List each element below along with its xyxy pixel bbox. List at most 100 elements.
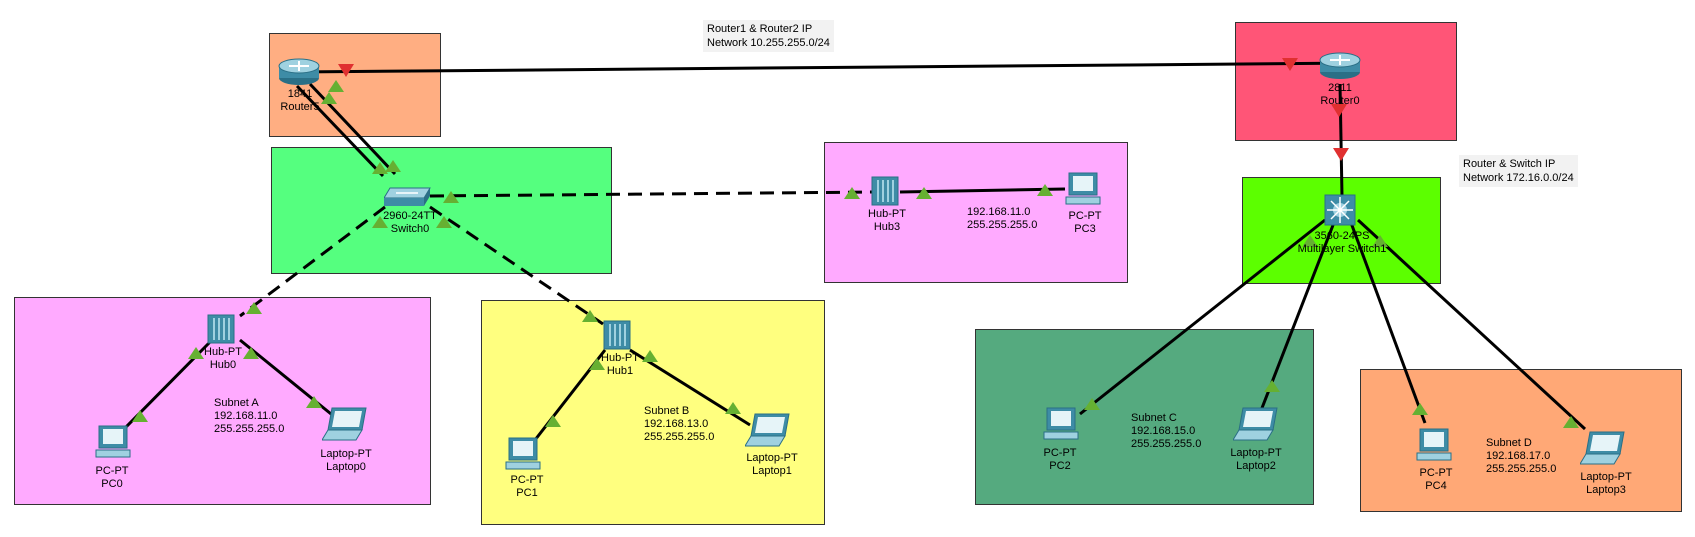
link-up-marker [545, 415, 561, 427]
link-up-marker [844, 187, 860, 199]
link-up-marker [1563, 416, 1579, 428]
pc4-model: PC-PT [1419, 467, 1453, 479]
subnet-a-network: 192.168.11.0 [214, 410, 278, 422]
link-up-marker [1037, 184, 1053, 196]
pc4[interactable] [1416, 428, 1452, 462]
link-up-marker [385, 160, 401, 172]
link-up-marker [916, 187, 932, 199]
subnet-d-name: Subnet D [1486, 437, 1532, 449]
switch-network-note: Router & Switch IP Network 172.16.0.0/24 [1459, 155, 1578, 187]
link-router5-switch0-b [308, 82, 397, 176]
link-up-marker [372, 216, 388, 228]
router0-name: Router0 [1320, 95, 1360, 107]
laptop0-name: Laptop0 [326, 461, 366, 473]
router-network-note-line2: Network 10.255.255.0/24 [707, 37, 830, 49]
router-icon [278, 58, 320, 85]
hub0-name: Hub0 [209, 359, 237, 371]
link-router5-switch0-a [295, 84, 385, 178]
mlswitch1-model: 3560-24PS [1314, 230, 1370, 242]
laptop3[interactable] [1579, 430, 1630, 470]
switch0[interactable] [383, 184, 434, 210]
area-switch0 [271, 147, 612, 274]
router-icon [1319, 52, 1361, 79]
link-up-marker [188, 347, 204, 359]
link-up-marker [321, 92, 337, 104]
link-up-marker [1084, 398, 1100, 410]
link-mlswitch1-pc2 [1079, 218, 1326, 416]
switch-network-note-line1: Router & Switch IP [1463, 158, 1556, 170]
mlswitch1-name: Multilayer Switch1 [1297, 243, 1387, 255]
subnet-a-name: Subnet A [214, 397, 259, 409]
area-subnet-b [481, 300, 825, 525]
hub1-name: Hub1 [606, 365, 634, 377]
hub3-network: 192.168.11.0 [967, 206, 1031, 218]
pc-icon [505, 437, 541, 470]
router0[interactable] [1318, 50, 1362, 86]
link-router5-router0 [294, 61, 1361, 74]
hub1[interactable] [603, 320, 633, 352]
hub-icon [871, 176, 899, 206]
laptop3-name: Laptop3 [1586, 484, 1626, 496]
router5[interactable] [277, 56, 321, 92]
pc1[interactable] [505, 437, 541, 471]
area-router5 [269, 33, 441, 137]
subnet-b-name: Subnet B [644, 405, 690, 417]
laptop1-name: Laptop1 [752, 465, 792, 477]
link-up-marker [328, 80, 344, 92]
hub0-model: Hub-PT [204, 346, 242, 358]
pc-icon [1416, 428, 1452, 461]
pc3-model: PC-PT [1068, 210, 1102, 222]
laptop-icon [1232, 407, 1278, 441]
pc2-model: PC-PT [1043, 447, 1077, 459]
multilayer-switch1[interactable] [1323, 193, 1359, 229]
pc1-model: PC-PT [510, 474, 544, 486]
link-up-marker [1372, 235, 1388, 247]
laptop1[interactable] [744, 412, 795, 452]
link-up-marker [589, 358, 605, 370]
link-hub3-pc3 [899, 187, 1066, 194]
link-mlswitch1-laptop3 [1356, 218, 1587, 431]
link-down-marker [1331, 104, 1347, 117]
pc2-name: PC2 [1049, 460, 1071, 472]
pc1-name: PC1 [516, 487, 538, 499]
hub3[interactable] [871, 176, 901, 208]
area-hub3 [824, 142, 1128, 283]
subnet-c-mask: 255.255.255.0 [1131, 438, 1202, 450]
laptop-icon [321, 407, 367, 441]
link-mlswitch1-pc4 [1348, 219, 1427, 424]
link-up-marker [243, 347, 259, 359]
laptop0[interactable] [321, 406, 372, 446]
subnet-a-mask: 255.255.255.0 [214, 423, 285, 435]
subnet-b-network: 192.168.13.0 [644, 418, 709, 430]
router-network-note-line1: Router1 & Router2 IP [707, 23, 813, 35]
pc2[interactable] [1043, 407, 1079, 441]
pc3[interactable] [1065, 172, 1101, 206]
switch-network-note-line2: Network 172.16.0.0/24 [1463, 172, 1574, 184]
hub3-model: Hub-PT [868, 208, 906, 220]
link-switch0-hub0 [239, 205, 386, 318]
link-up-marker [725, 402, 741, 414]
switch0-name: Switch0 [390, 223, 430, 235]
subnet-d-network: 192.168.17.0 [1486, 450, 1551, 462]
laptop1-model: Laptop-PT [746, 452, 798, 464]
link-router0-mlswitch1 [1338, 83, 1344, 197]
hub-icon [207, 314, 235, 344]
hub0[interactable] [207, 314, 237, 346]
pc0[interactable] [95, 425, 131, 459]
hub1-model: Hub-PT [601, 352, 639, 364]
laptop2[interactable] [1232, 406, 1283, 446]
pc0-model: PC-PT [95, 465, 129, 477]
router-network-note: Router1 & Router2 IP Network 10.255.255.… [703, 20, 834, 52]
link-up-marker [246, 302, 262, 314]
pc0-name: PC0 [101, 478, 123, 490]
switch0-model: 2960-24TT [383, 210, 437, 222]
subnet-d-mask: 255.255.255.0 [1486, 463, 1557, 475]
router5-name: Router5 [280, 101, 320, 113]
subnet-c-name: Subnet C [1131, 412, 1177, 424]
pc-icon [1043, 407, 1079, 440]
laptop2-model: Laptop-PT [1230, 447, 1282, 459]
hub3-name: Hub3 [873, 221, 901, 233]
laptop3-model: Laptop-PT [1580, 471, 1632, 483]
subnet-c-network: 192.168.15.0 [1131, 425, 1196, 437]
switch-icon [383, 187, 431, 206]
